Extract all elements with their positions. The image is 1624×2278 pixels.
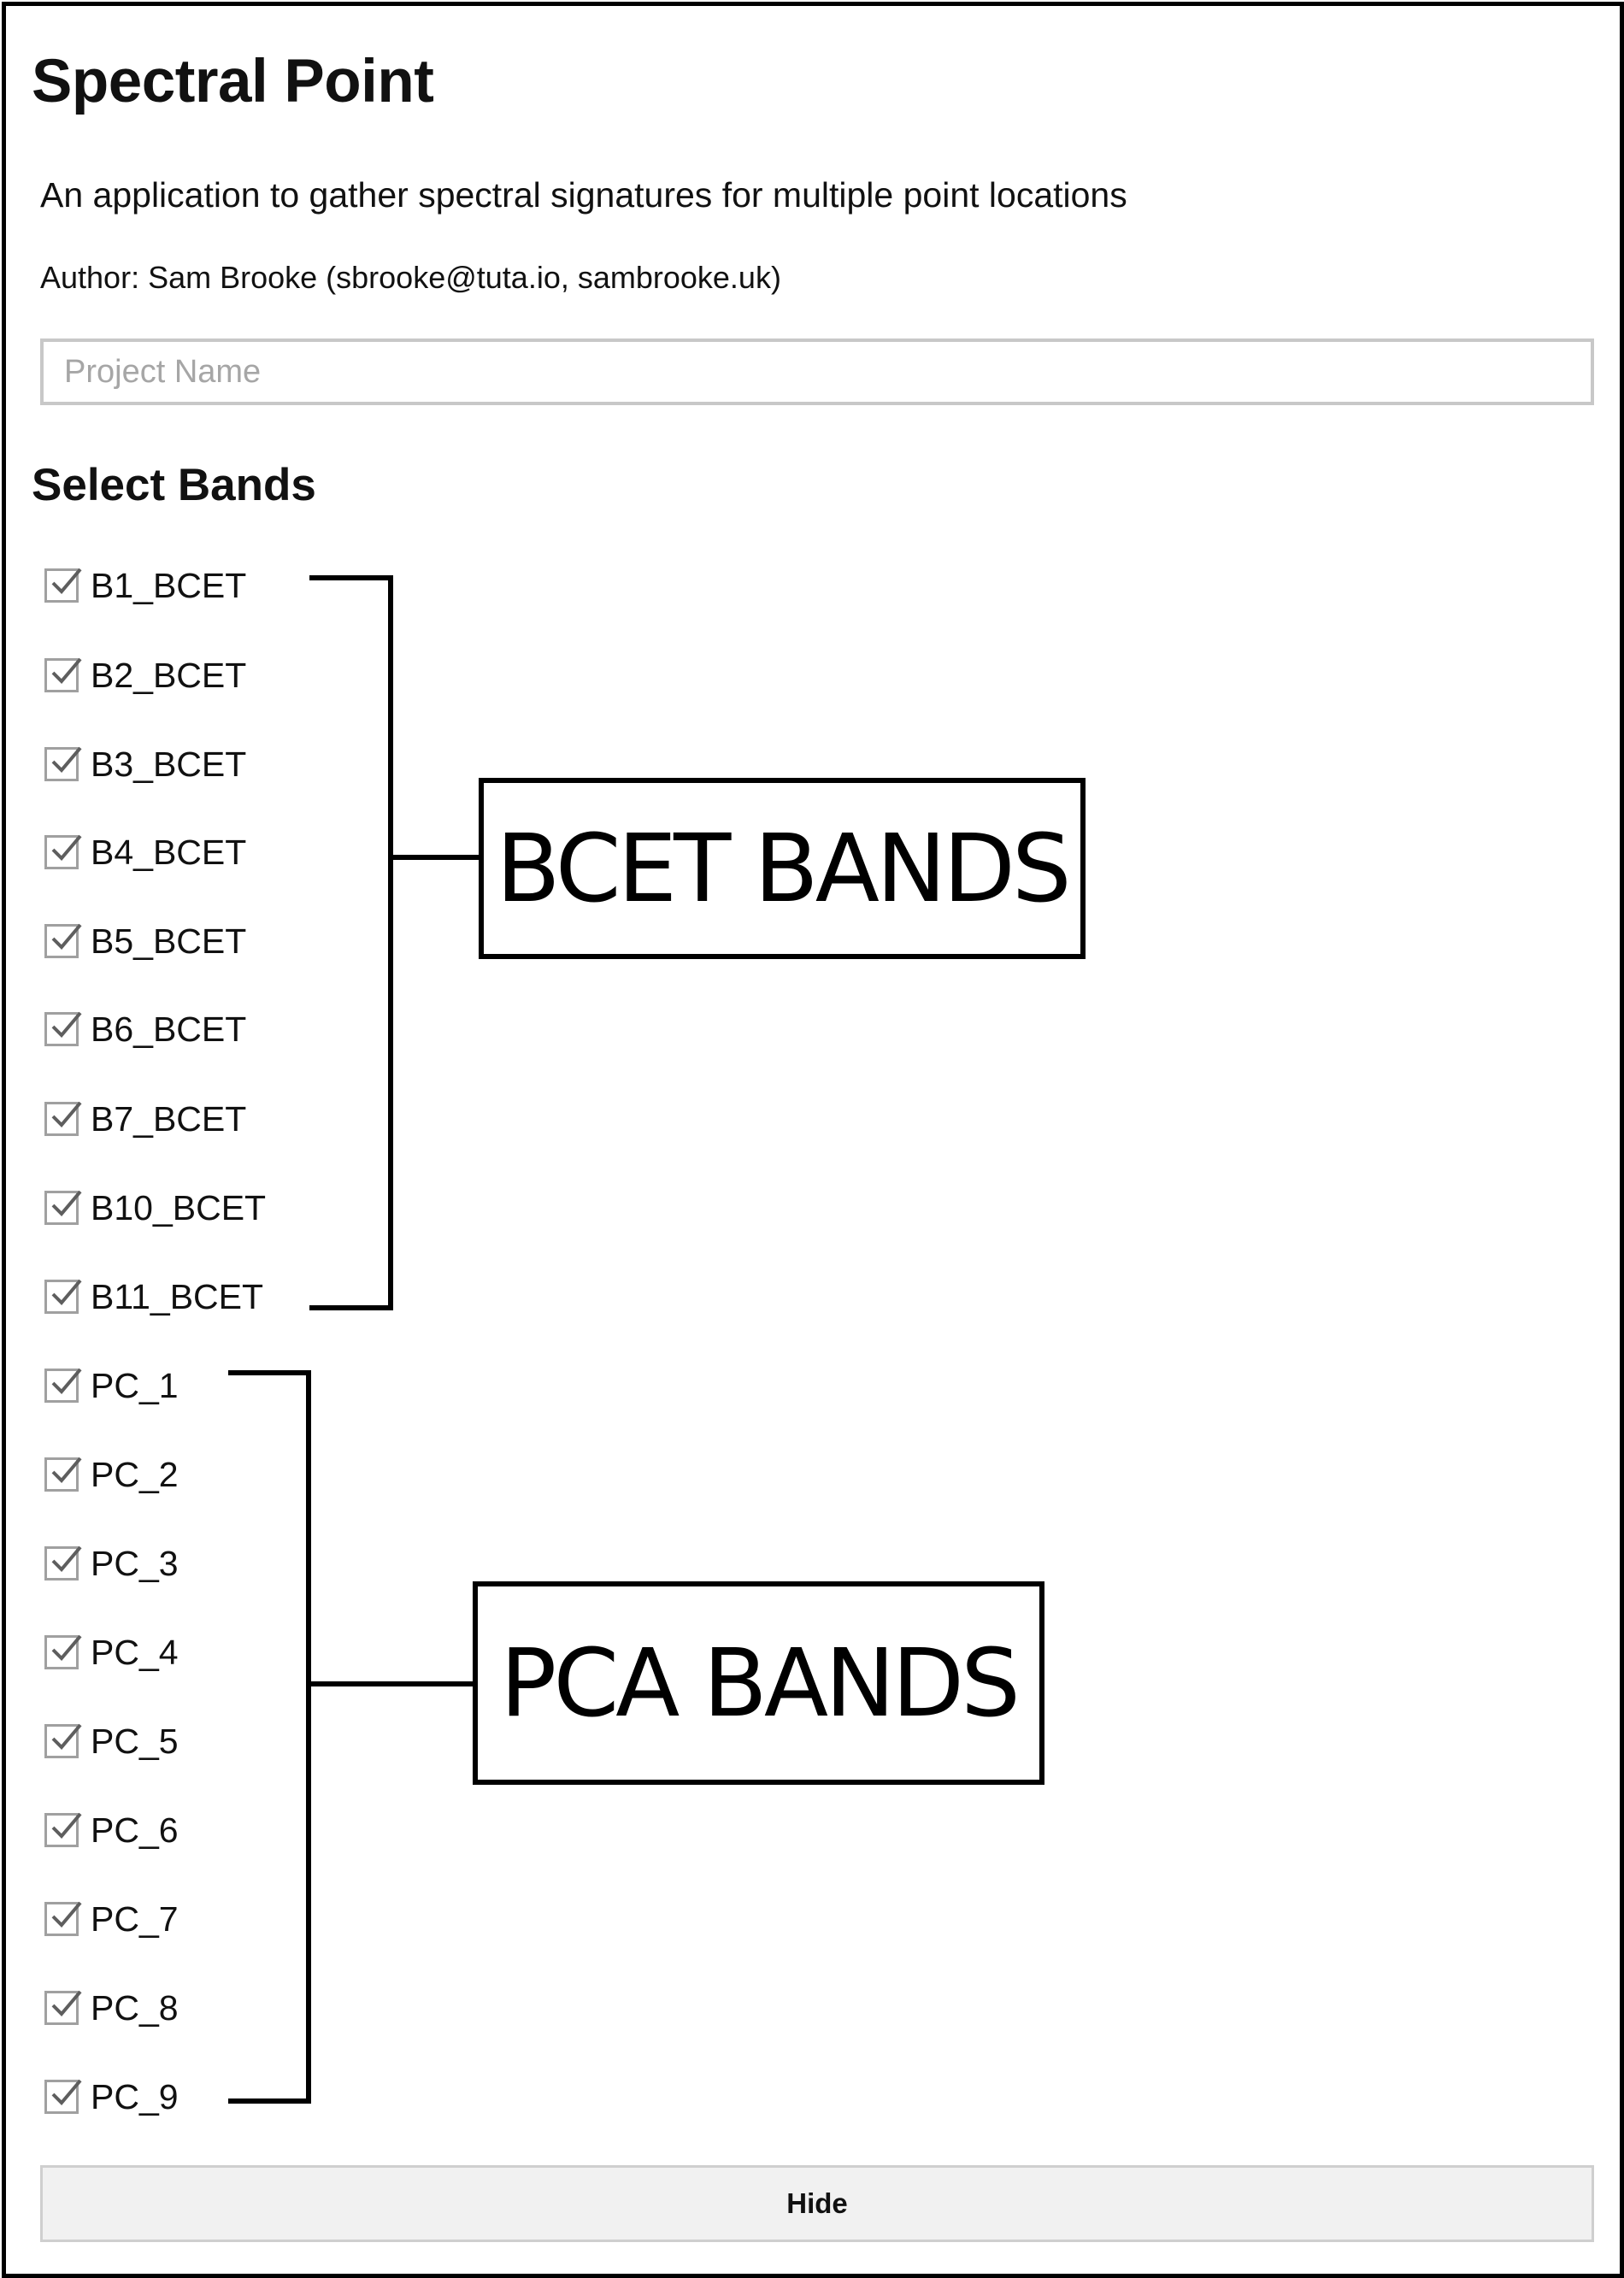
- checkbox-checked-icon[interactable]: [44, 1901, 82, 1936]
- band-checkbox-pc-5[interactable]: PC_5: [44, 1719, 179, 1763]
- band-checkbox-pc-2[interactable]: PC_2: [44, 1452, 179, 1497]
- band-label: PC_8: [91, 1988, 179, 2028]
- band-checkbox-pc-1[interactable]: PC_1: [44, 1363, 179, 1408]
- checkbox-checked-icon[interactable]: [44, 834, 82, 869]
- bcet-bracket: [309, 575, 393, 1310]
- band-label: PC_2: [91, 1455, 179, 1494]
- band-checkbox-b11-bcet[interactable]: B11_BCET: [44, 1274, 263, 1319]
- app-description: An application to gather spectral signat…: [40, 175, 1127, 215]
- checkbox-checked-icon[interactable]: [44, 1812, 82, 1847]
- band-checkbox-b7-bcet[interactable]: B7_BCET: [44, 1097, 246, 1141]
- checkbox-checked-icon[interactable]: [44, 1634, 82, 1669]
- band-label: PC_9: [91, 2077, 179, 2116]
- checkbox-checked-icon[interactable]: [44, 923, 82, 958]
- band-label: B3_BCET: [91, 745, 247, 784]
- band-checkbox-pc-6[interactable]: PC_6: [44, 1808, 179, 1852]
- app-title: Spectral Point: [32, 48, 434, 115]
- checkbox-checked-icon[interactable]: [44, 1457, 82, 1492]
- band-label: PC_7: [91, 1899, 179, 1939]
- bcet-bands-callout: BCET BANDS: [479, 778, 1086, 959]
- band-label: B7_BCET: [91, 1099, 247, 1139]
- band-checkbox-pc-7[interactable]: PC_7: [44, 1897, 179, 1941]
- band-checkbox-b1-bcet[interactable]: B1_BCET: [44, 563, 246, 608]
- band-label: PC_5: [91, 1722, 179, 1761]
- checkbox-checked-icon[interactable]: [44, 1190, 82, 1225]
- band-label: B11_BCET: [91, 1277, 264, 1316]
- band-label: B2_BCET: [91, 656, 247, 695]
- band-checkbox-b4-bcet[interactable]: B4_BCET: [44, 830, 246, 874]
- hide-button[interactable]: Hide: [40, 2165, 1594, 2242]
- band-label: PC_3: [91, 1544, 179, 1583]
- app-author: Author: Sam Brooke (sbrooke@tuta.io, sam…: [40, 260, 781, 295]
- checkbox-checked-icon[interactable]: [44, 1990, 82, 2025]
- band-checkbox-b2-bcet[interactable]: B2_BCET: [44, 653, 246, 698]
- band-label: PC_4: [91, 1633, 179, 1672]
- band-checkbox-b6-bcet[interactable]: B6_BCET: [44, 1007, 246, 1051]
- band-label: B1_BCET: [91, 566, 247, 605]
- checkbox-checked-icon[interactable]: [44, 746, 82, 781]
- checkbox-checked-icon[interactable]: [44, 1368, 82, 1403]
- checkbox-checked-icon[interactable]: [44, 2079, 82, 2114]
- band-checkbox-pc-9[interactable]: PC_9: [44, 2075, 179, 2119]
- band-label: PC_1: [91, 1366, 179, 1405]
- band-label: B5_BCET: [91, 921, 247, 961]
- band-checkbox-b5-bcet[interactable]: B5_BCET: [44, 919, 246, 963]
- pca-bands-callout: PCA BANDS: [473, 1581, 1044, 1785]
- checkbox-checked-icon[interactable]: [44, 1545, 82, 1580]
- band-label: B4_BCET: [91, 833, 247, 872]
- band-label: B6_BCET: [91, 1010, 247, 1049]
- band-checkbox-pc-3[interactable]: PC_3: [44, 1541, 179, 1586]
- checkbox-checked-icon[interactable]: [44, 1011, 82, 1046]
- band-checkbox-pc-4[interactable]: PC_4: [44, 1630, 179, 1675]
- band-label: B10_BCET: [91, 1188, 267, 1227]
- checkbox-checked-icon[interactable]: [44, 657, 82, 692]
- band-checkbox-pc-8[interactable]: PC_8: [44, 1986, 179, 2030]
- band-checkbox-b3-bcet[interactable]: B3_BCET: [44, 742, 246, 786]
- band-label: PC_6: [91, 1810, 179, 1850]
- checkbox-checked-icon[interactable]: [44, 568, 82, 603]
- band-checkbox-b10-bcet[interactable]: B10_BCET: [44, 1186, 266, 1230]
- project-name-input[interactable]: [40, 338, 1594, 405]
- checkbox-checked-icon[interactable]: [44, 1723, 82, 1758]
- select-bands-heading: Select Bands: [32, 460, 316, 510]
- pca-bracket: [228, 1370, 311, 2104]
- checkbox-checked-icon[interactable]: [44, 1101, 82, 1136]
- checkbox-checked-icon[interactable]: [44, 1279, 82, 1314]
